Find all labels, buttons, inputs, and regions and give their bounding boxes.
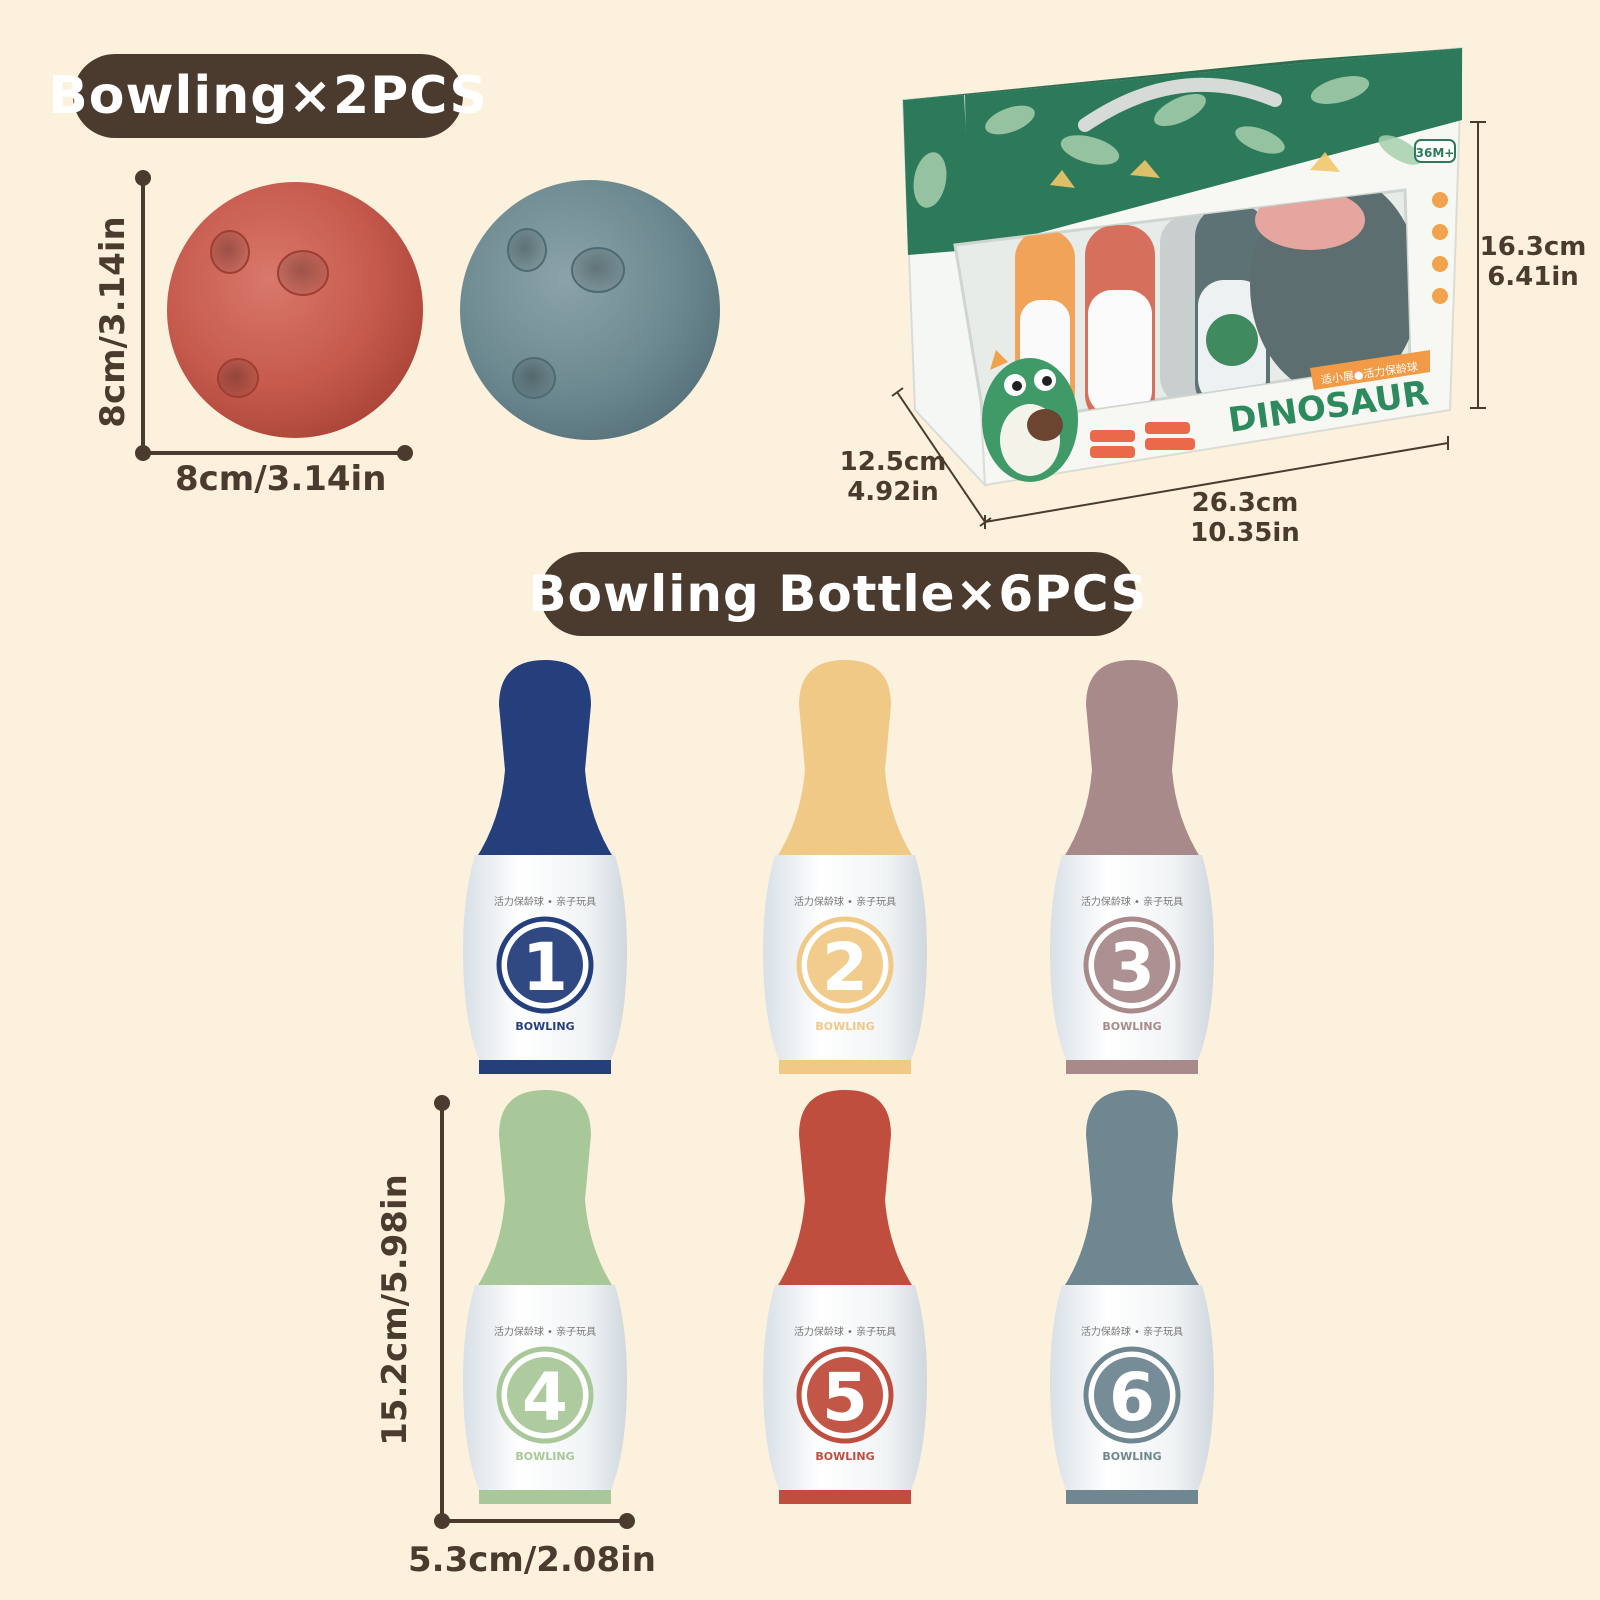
pin-caption: 活力保龄球 • 亲子玩具 bbox=[1081, 1325, 1183, 1338]
pin-number: 6 bbox=[1109, 1359, 1155, 1436]
pin-label: BOWLING bbox=[1102, 1020, 1161, 1033]
pin-number: 5 bbox=[822, 1359, 868, 1436]
gray-bowling-ball bbox=[460, 180, 720, 440]
ball-dimension-lines bbox=[135, 170, 413, 461]
pin-label: BOWLING bbox=[515, 1450, 574, 1463]
pin-number: 4 bbox=[522, 1359, 568, 1436]
pin-number: 1 bbox=[522, 929, 568, 1006]
pin-caption: 活力保龄球 • 亲子玩具 bbox=[794, 1325, 896, 1338]
red-bowling-ball bbox=[167, 182, 423, 438]
pin-dimension-lines bbox=[434, 1095, 635, 1529]
ball-width-label: 8cm/3.14in bbox=[175, 459, 387, 499]
pins-heading: Bowling Bottle×6PCS bbox=[529, 552, 1147, 636]
pin-number: 3 bbox=[1109, 929, 1155, 1006]
pin-caption: 活力保龄球 • 亲子玩具 bbox=[1081, 895, 1183, 908]
pin-label: BOWLING bbox=[815, 1450, 874, 1463]
pin-label: BOWLING bbox=[1102, 1450, 1161, 1463]
box-depth-cm: 12.5cm bbox=[839, 447, 947, 477]
pin-height-label: 15.2cm/5.98in bbox=[375, 1174, 415, 1446]
age-badge: 36M+ bbox=[1416, 146, 1455, 160]
box-depth-label: 12.5cm 4.92in bbox=[838, 447, 948, 507]
dinosaur-mascot-icon bbox=[982, 350, 1078, 482]
pin-label: BOWLING bbox=[515, 1020, 574, 1033]
pin-caption: 活力保龄球 • 亲子玩具 bbox=[794, 895, 896, 908]
box-height-label: 16.3cm 6.41in bbox=[1478, 232, 1588, 292]
box-length-label: 26.3cm 10.35in bbox=[1180, 488, 1310, 548]
box-height-cm: 16.3cm bbox=[1479, 232, 1587, 262]
box-dimension-lines bbox=[891, 121, 1486, 529]
balls-heading: Bowling×2PCS bbox=[48, 54, 487, 138]
pin-caption: 活力保龄球 • 亲子玩具 bbox=[494, 895, 596, 908]
pin-caption: 活力保龄球 • 亲子玩具 bbox=[494, 1325, 596, 1338]
pin-width-label: 5.3cm/2.08in bbox=[408, 1540, 656, 1580]
ball-height-label: 8cm/3.14in bbox=[93, 216, 133, 428]
pin-label: BOWLING bbox=[815, 1020, 874, 1033]
gift-box: 36M+ 适小展●活力保龄球 DI bbox=[901, 46, 1464, 488]
box-length-cm: 26.3cm bbox=[1191, 488, 1299, 518]
pin-number: 2 bbox=[822, 929, 868, 1006]
box-length-in: 10.35in bbox=[1190, 518, 1300, 548]
box-height-in: 6.41in bbox=[1487, 262, 1579, 292]
box-depth-in: 4.92in bbox=[847, 477, 939, 507]
